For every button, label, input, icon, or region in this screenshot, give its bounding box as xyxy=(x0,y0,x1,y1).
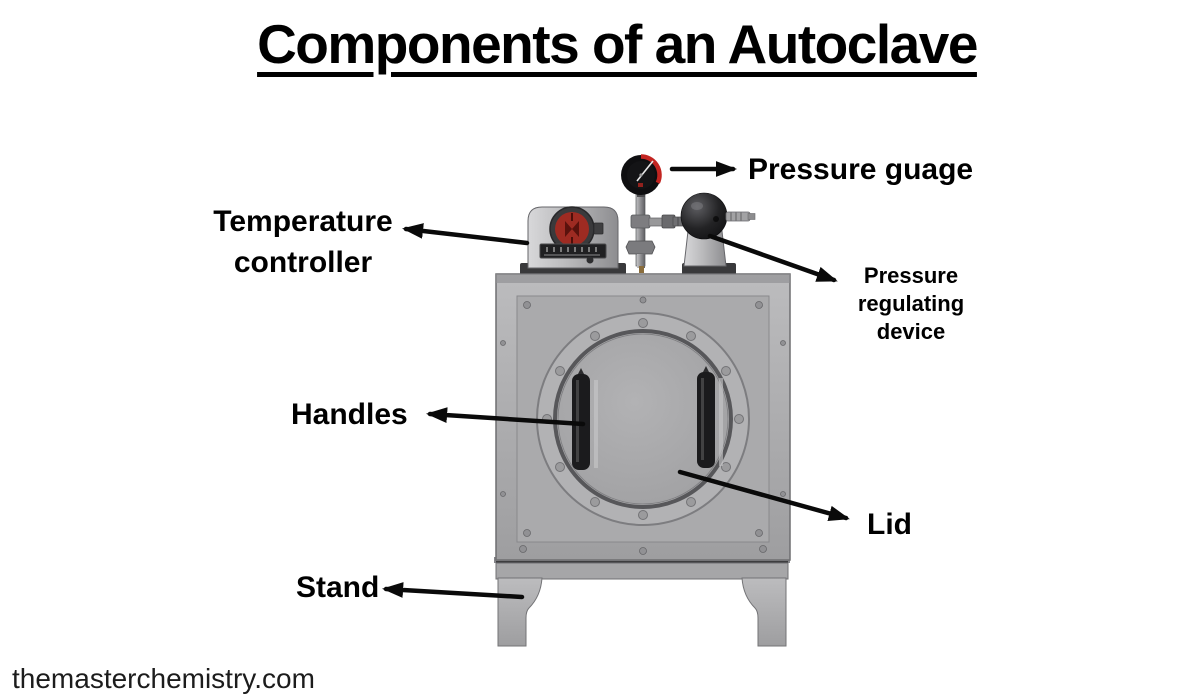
arrow-to-lid xyxy=(677,469,850,522)
label-handles: Handles xyxy=(291,398,408,431)
stand-leg-right xyxy=(741,577,787,647)
stand-graphic xyxy=(494,557,790,647)
handle-right xyxy=(697,366,723,468)
pipe-assembly-graphic xyxy=(625,188,676,273)
arrow-to-pressure-regulating-device xyxy=(707,233,838,283)
pressure-regulating-device-graphic xyxy=(672,192,756,267)
handle-left xyxy=(572,368,598,470)
label-stand: Stand xyxy=(296,571,380,604)
temperature-controller-graphic xyxy=(527,206,619,269)
annotation-arrows xyxy=(381,161,850,600)
label-temperature-controller-line1: Temperature xyxy=(213,205,393,238)
pressure-gauge-graphic xyxy=(621,154,662,195)
watermark: themasterchemistry.com xyxy=(12,663,315,694)
page-title: Components of an Autoclave xyxy=(257,13,978,75)
label-lid: Lid xyxy=(867,508,912,541)
arrow-to-handles xyxy=(425,407,586,427)
autoclave-illustration xyxy=(494,154,791,647)
stand-leg-left xyxy=(497,577,543,647)
regulator-ball xyxy=(680,192,728,240)
label-pressure-gauge: Pressure guage xyxy=(748,153,974,186)
arrow-to-stand xyxy=(381,582,525,600)
label-pressure-regulating-line2: regulating xyxy=(857,291,965,316)
lid-graphic xyxy=(536,312,750,526)
label-pressure-regulating-device: Pressure regulating device xyxy=(843,262,979,346)
label-temperature-controller-line2: controller xyxy=(233,246,373,279)
arrow-to-temperature-controller xyxy=(401,223,530,246)
label-pressure-regulating-line1: Pressure xyxy=(863,263,959,288)
label-pressure-regulating-line3: device xyxy=(876,319,946,344)
label-temperature-controller: Temperature controller xyxy=(196,201,410,283)
